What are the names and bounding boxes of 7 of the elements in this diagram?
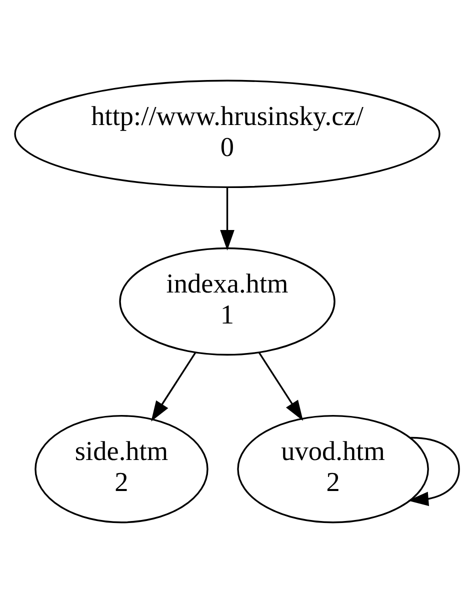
arrow [220,187,234,250]
arrow [258,352,304,421]
node-ellipse: side.htm 2 [34,414,208,524]
node-ellipse: http://www.hrusinsky.cz/ 0 [14,80,440,188]
arrow [408,436,460,506]
arrow [151,352,196,422]
node-ellipse: indexa.htm 1 [119,247,336,356]
